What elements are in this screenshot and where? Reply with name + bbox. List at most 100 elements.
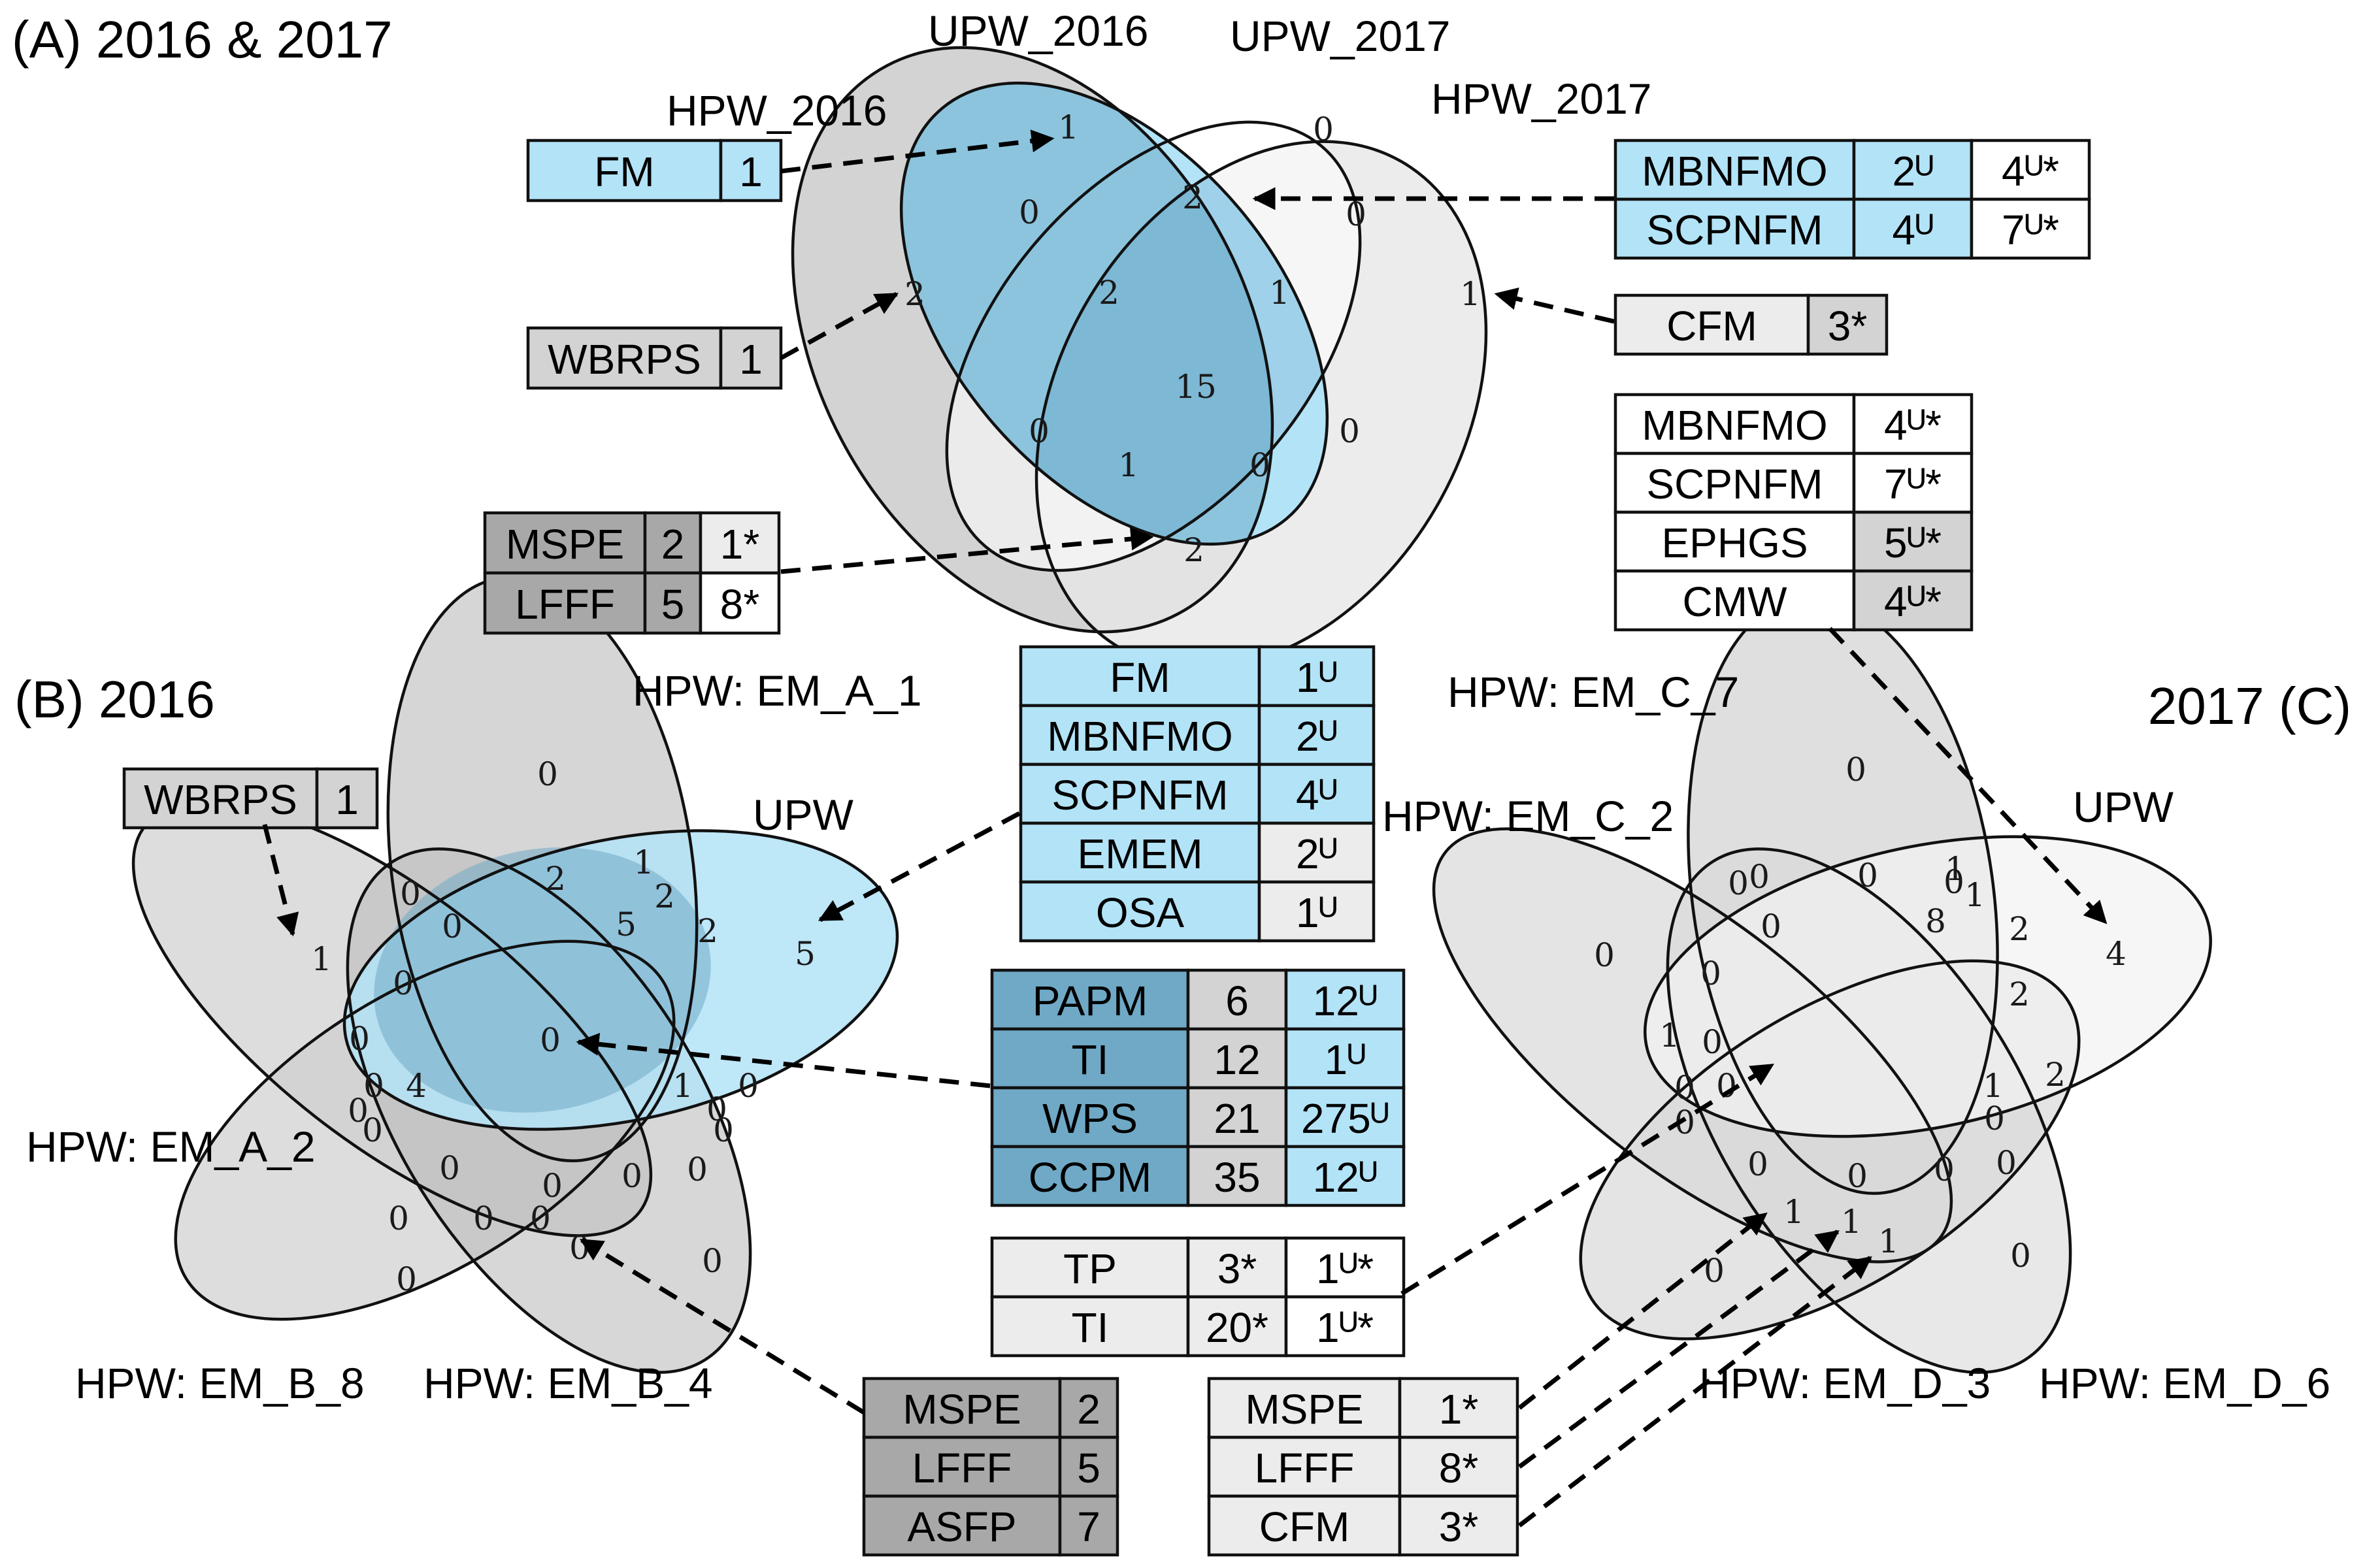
- venn-b-count-8: 5: [616, 906, 637, 943]
- table-cell-bg: [1207, 1494, 1402, 1557]
- table-cell-text: CFM: [1259, 1503, 1350, 1550]
- venn-c: [1432, 595, 2212, 1374]
- table-cell-bg: [1207, 1435, 1402, 1498]
- label-upw-b: UPW: [753, 791, 854, 839]
- venn-c-count-3: 0: [1728, 864, 1749, 902]
- venn-b-count-27: 0: [396, 1260, 417, 1298]
- venn-b-count-15: 0: [738, 1067, 759, 1105]
- table-cell-text: 3*: [1217, 1245, 1257, 1292]
- label-em-d-6: HPW: EM_D_6: [2039, 1359, 2330, 1407]
- venn-c-count-8: 8: [1925, 902, 1946, 940]
- arrow-wbrps-b: [262, 824, 299, 937]
- table-cell-text: MBNFMO: [1047, 713, 1232, 760]
- arrow-core: [576, 1032, 991, 1088]
- venn-c-count-11: 1: [1964, 876, 1985, 914]
- venn-b-count-18: 0: [362, 1111, 383, 1149]
- table-cell-bg: [526, 326, 723, 390]
- venn-b-count-17: 0: [706, 1090, 727, 1128]
- table-cell-bg: [1058, 1435, 1119, 1498]
- table-cell-bg: [1970, 139, 2091, 201]
- table-cell-text: 1*: [720, 521, 760, 568]
- venn-a-count-6: 2: [1099, 274, 1119, 312]
- venn-b-count-23: 0: [687, 1151, 708, 1188]
- table-cell-bg: [1019, 880, 1261, 943]
- table-cell-text: 2ᵁ: [1296, 830, 1337, 877]
- venn-b-count-1: 1: [311, 940, 332, 978]
- table-cell-text: MSPE: [506, 521, 624, 568]
- venn-b-count-9: 2: [697, 912, 718, 950]
- label-upw-2016: UPW_2016: [928, 7, 1149, 55]
- arrow-mspe-c-1: [1517, 1212, 1768, 1410]
- table-cell-text: 275ᵁ: [1301, 1095, 1389, 1142]
- table-cell-text: 1*: [1439, 1386, 1479, 1433]
- venn-a-count-2: 0: [1313, 110, 1334, 148]
- venn-c-count-18: 2: [2045, 1056, 2066, 1094]
- venn-b-count-0: 0: [537, 755, 558, 793]
- table-cell-text: MSPE: [1245, 1386, 1363, 1433]
- table-cell-text: 2: [661, 521, 685, 568]
- label-em-b-8: HPW: EM_B_8: [75, 1359, 365, 1407]
- venn-b-count-20: 0: [439, 1149, 460, 1187]
- table-cell-bg: [1398, 1494, 1519, 1557]
- venn-c-count-6: 0: [1857, 857, 1878, 894]
- venn-b-count-26: 0: [569, 1229, 590, 1267]
- venn-c-count-27: 1: [1841, 1203, 1862, 1241]
- venn-c-count-10: 0: [1700, 955, 1721, 992]
- arrow-list-c: [1828, 627, 2108, 924]
- table-cell-text: 2ᵁ: [1892, 148, 1933, 195]
- venn-c-count-0: 0: [1845, 751, 1866, 789]
- table-cell-text: 5: [1077, 1445, 1100, 1492]
- table-cell-bg: [1852, 510, 1974, 573]
- label-em-c-7: HPW: EM_C_7: [1447, 668, 1739, 716]
- venn-c-count-12: 0: [1943, 863, 1964, 901]
- table-cell-bg: [1613, 451, 1856, 514]
- label-em-d-3: HPW: EM_D_3: [1699, 1359, 1991, 1407]
- table-cell-text: CMW: [1683, 578, 1788, 625]
- table-cell-text: ASFP: [907, 1503, 1016, 1550]
- arrow-mspe-c-3: [1517, 1256, 1872, 1527]
- venn-b-count-22: 0: [621, 1157, 642, 1195]
- table-cell-bg: [1186, 1145, 1288, 1207]
- venn-c-count-2: 4: [2106, 935, 2126, 973]
- venn-a-count-8: 1: [1460, 275, 1481, 313]
- venn-b: [131, 575, 899, 1374]
- table-cell-bg: [1613, 293, 1810, 356]
- venn-c-count-17: 1: [1983, 1067, 2004, 1105]
- table-cell-text: 8*: [720, 581, 760, 628]
- venn-a-count-11: 0: [1339, 412, 1360, 450]
- table-cell-text: OSA: [1096, 889, 1184, 936]
- venn-b-count-30: 0: [348, 1092, 369, 1130]
- venn-b-count-14: 0: [540, 1021, 561, 1059]
- table-cell-bg: [1613, 197, 1856, 260]
- venn-c-count-4: 0: [1749, 858, 1770, 896]
- label-upw-c: UPW: [2073, 783, 2174, 831]
- table-cell-bg: [719, 139, 783, 203]
- table-cell-text: TI: [1072, 1036, 1109, 1083]
- venn-c-count-15: 0: [1702, 1023, 1723, 1061]
- table-cell-text: 1ᵁ: [1324, 1036, 1365, 1083]
- label-em-b-4: HPW: EM_B_4: [423, 1359, 713, 1407]
- venn-c-count-14: 1: [1659, 1017, 1680, 1054]
- venn-a-count-10: 0: [1029, 412, 1050, 450]
- table-cell-bg: [1852, 393, 1974, 455]
- venn-b-count-24: 0: [473, 1200, 494, 1237]
- table-cell-text: MBNFMO: [1642, 148, 1827, 195]
- venn-c-count-23: 0: [1847, 1157, 1868, 1195]
- table-cell-bg: [1058, 1494, 1119, 1557]
- table-cell-text: 1ᵁ*: [1316, 1245, 1374, 1292]
- table-cell-text: 1ᵁ: [1296, 654, 1337, 701]
- venn-a-count-0: 1: [1058, 108, 1079, 146]
- arrow-wbrps-a: [780, 291, 899, 361]
- table-cell-text: 1ᵁ*: [1316, 1304, 1374, 1351]
- table-cell-text: 7: [1077, 1503, 1100, 1550]
- table-cell-bg: [483, 571, 647, 635]
- table-cell-bg: [1806, 293, 1889, 356]
- venn-a-count-9: 15: [1175, 368, 1217, 406]
- table-cell-text: 1: [335, 776, 359, 823]
